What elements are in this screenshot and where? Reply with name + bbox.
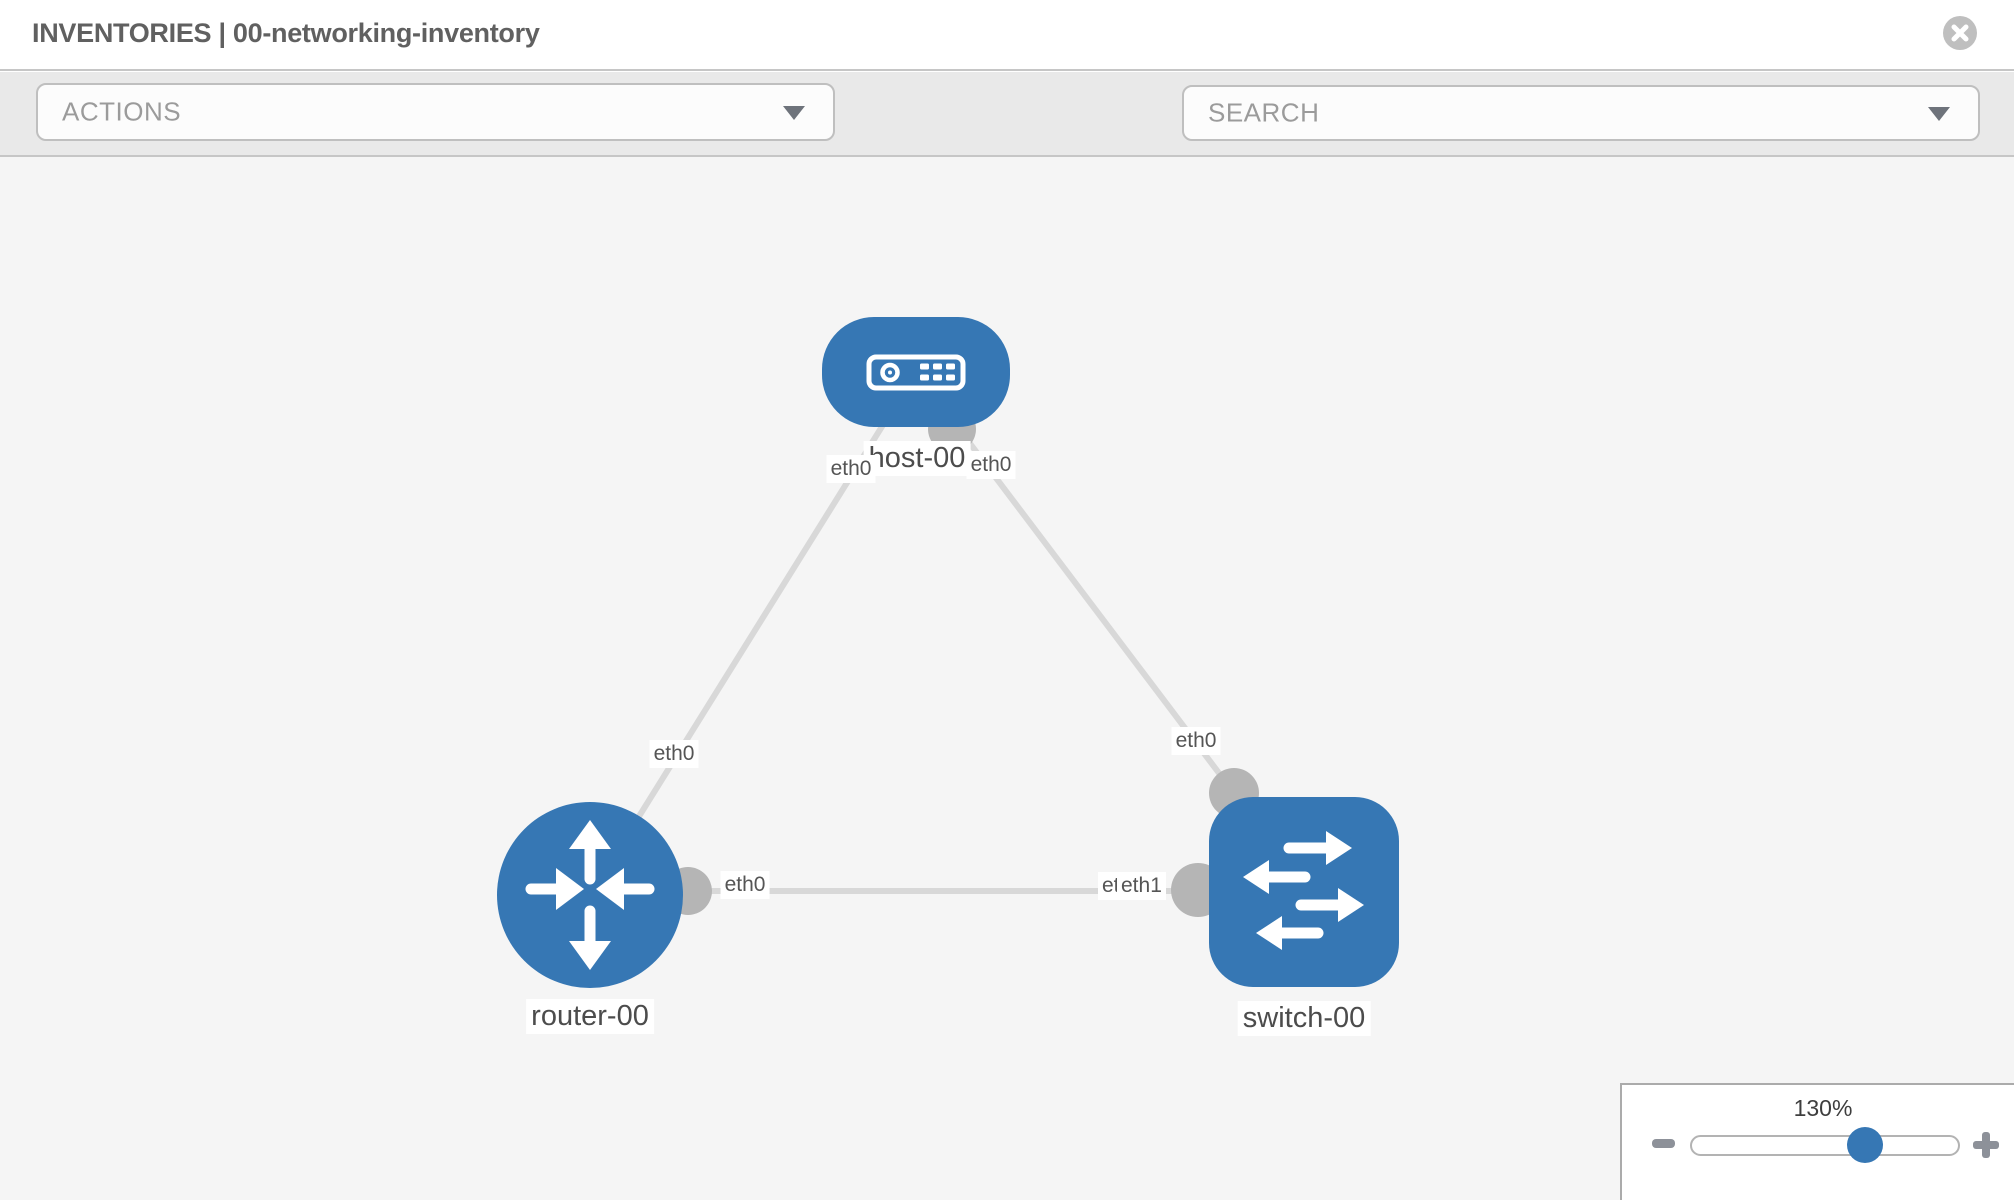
if-label-host-right: eth0 xyxy=(966,451,1016,479)
zoom-in-button plus-icon[interactable] xyxy=(1973,1132,1999,1158)
zoom-out-button minus-icon[interactable] xyxy=(1652,1139,1675,1148)
actions-dropdown[interactable]: ACTIONS xyxy=(36,83,835,141)
node-switch[interactable] xyxy=(1209,797,1399,987)
if-label-host-left: eth0 xyxy=(826,455,876,483)
port-circles xyxy=(664,405,1259,917)
node-label-host: host-00 xyxy=(863,441,971,476)
zoom-control: 130% xyxy=(1620,1083,2014,1200)
if-label-switch-top: eth0 xyxy=(1171,727,1221,755)
node-router[interactable] xyxy=(497,802,683,988)
node-host[interactable] xyxy=(822,317,1010,427)
header-bar: INVENTORIES | 00-networking-inventory xyxy=(0,0,2014,71)
toolbar: ACTIONS SEARCH xyxy=(0,72,2014,207)
close-icon xyxy=(1951,24,1969,42)
zoom-percentage: 130% xyxy=(1793,1095,1853,1121)
node-label-router: router-00 xyxy=(526,999,654,1034)
if-label-router-right: eth0 xyxy=(720,871,770,899)
host-icon xyxy=(866,354,966,391)
chevron-down-icon xyxy=(783,106,805,120)
topology-canvas[interactable]: host-00 router-00 switch-00 eth0 eth0 et… xyxy=(0,157,2014,1200)
router-icon xyxy=(525,820,655,970)
if-label-switch-left: eth1 xyxy=(1117,872,1166,900)
node-label-switch: switch-00 xyxy=(1237,1001,1371,1036)
if-label-router-top: eth0 xyxy=(649,740,699,768)
page-title: INVENTORIES | 00-networking-inventory xyxy=(32,18,540,48)
switch-icon xyxy=(1243,831,1364,950)
zoom-slider-track[interactable] xyxy=(1690,1135,1960,1156)
actions-dropdown-label: ACTIONS xyxy=(62,96,182,127)
search-dropdown[interactable]: SEARCH xyxy=(1182,85,1980,141)
zoom-slider-knob[interactable] xyxy=(1847,1127,1883,1163)
close-button[interactable] xyxy=(1943,16,1977,50)
chevron-down-icon xyxy=(1928,107,1950,121)
search-placeholder: SEARCH xyxy=(1208,97,1320,128)
